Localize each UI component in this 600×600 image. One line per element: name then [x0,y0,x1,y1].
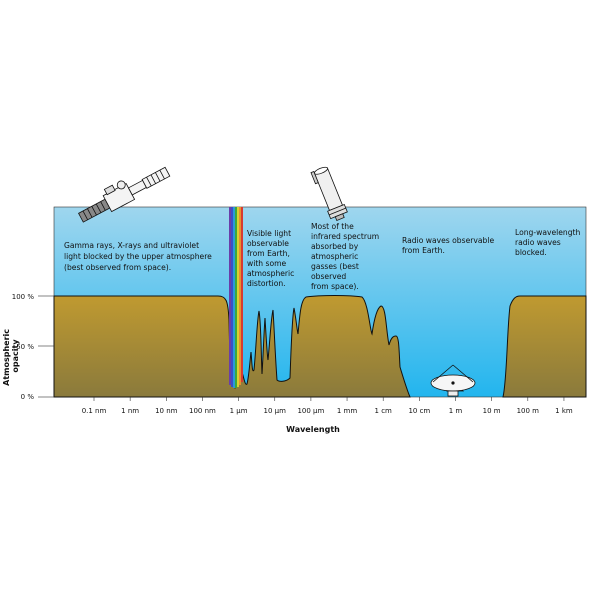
x-tick-label: 1 km [555,407,573,415]
x-tick-label: 100 m [517,407,540,415]
opacity-curve [53,295,587,398]
x-tick-label: 100 µm [297,407,324,415]
longwave-annotation: Long-wavelength radio waves blocked. [515,228,583,257]
y-axis: 100 % 50 % 0 % Atmospheric opacity [2,293,54,401]
infrared-annotation: Most of the infrared spectrum absorbed b… [311,222,382,291]
x-tick-label: 1 cm [375,407,393,415]
x-tick-group: 0.1 nm 1 nm 10 nm 100 nm 1 µm 10 µm 100 µm 1 mm… [82,397,573,415]
x-axis: 0.1 nm 1 nm 10 nm 100 nm 1 µm 10 µm 100 µm 1 mm… [82,397,573,434]
x-tick-label: 10 cm [408,407,430,415]
x-tick-label: 100 nm [189,407,216,415]
gamma-annotation: Gamma rays, X-rays and ultraviolet light… [64,241,214,272]
x-tick-label: 10 µm [264,407,287,415]
x-tick-label: 1 m [449,407,463,415]
x-axis-title: Wavelength [286,425,340,434]
radio-annotation: Radio waves observable from Earth. [402,236,497,255]
radio-dish-icon [430,364,476,397]
y-tick-label: 100 % [12,293,35,301]
space-telescope-icon [310,166,348,221]
x-tick-label: 10 m [483,407,501,415]
y-tick-label: 50 % [16,343,34,351]
x-tick-label: 1 mm [337,407,357,415]
satellite-icon [78,166,171,223]
y-axis-title: Atmospheric opacity [2,326,20,386]
x-tick-label: 10 nm [155,407,178,415]
x-tick-label: 1 µm [230,407,248,415]
x-tick-label: 1 nm [121,407,139,415]
y-tick-label: 0 % [21,393,35,401]
visible-annotation: Visible light observable from Earth, wit… [247,229,297,288]
visible-spectrum-band [229,207,243,388]
x-tick-label: 0.1 nm [82,407,107,415]
